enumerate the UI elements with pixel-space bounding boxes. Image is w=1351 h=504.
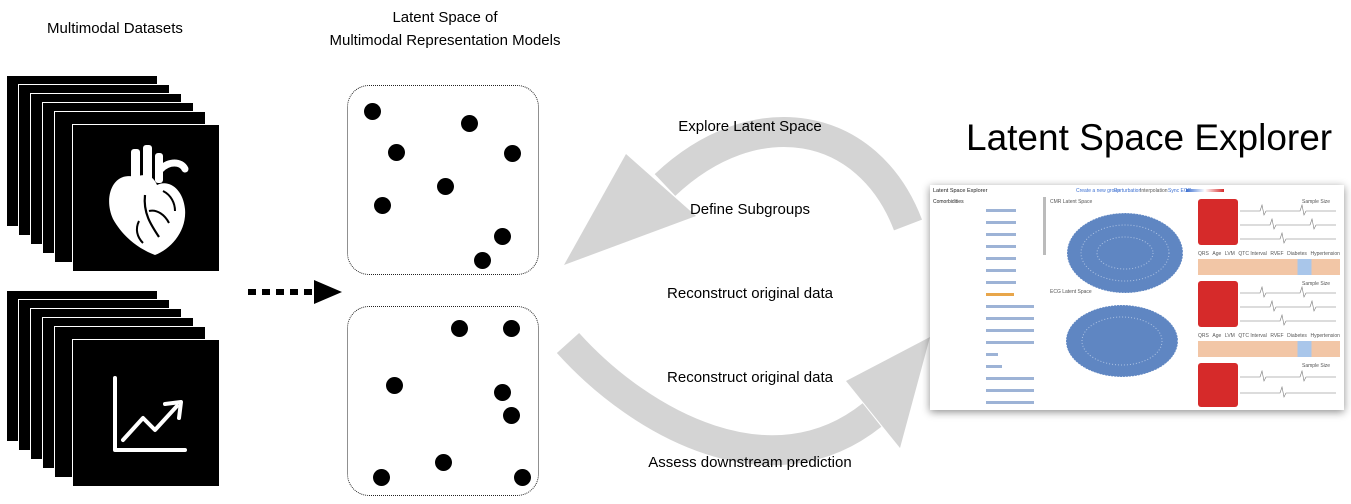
latent-point bbox=[373, 469, 390, 486]
latent-point bbox=[474, 252, 491, 269]
bar[interactable] bbox=[986, 209, 1016, 212]
bar-highlight[interactable] bbox=[986, 293, 1014, 296]
app-title: Latent Space Explorer bbox=[933, 188, 988, 194]
mri-image bbox=[1198, 363, 1238, 407]
toolbar-interpolation[interactable]: Interpolation bbox=[1140, 188, 1168, 194]
latent-title-line1: Latent Space of bbox=[392, 9, 498, 26]
bar[interactable] bbox=[986, 245, 1016, 248]
bar[interactable] bbox=[986, 353, 998, 356]
arrowhead-left-icon bbox=[564, 154, 696, 265]
toolbar-sync-ecg[interactable]: Sync ECG bbox=[1168, 188, 1192, 194]
latent-point bbox=[374, 197, 391, 214]
col-qtc: QTC Interval bbox=[1238, 251, 1267, 257]
bar[interactable] bbox=[986, 317, 1034, 320]
heart-card bbox=[72, 124, 220, 272]
col-qrs: QRS bbox=[1198, 251, 1209, 257]
latent-point bbox=[503, 320, 520, 337]
col-hypertension: Hypertension bbox=[1310, 333, 1340, 339]
latent-point bbox=[364, 103, 381, 120]
latent-point bbox=[461, 115, 478, 132]
col-qtc: QTC Interval bbox=[1238, 333, 1267, 339]
explorer-title: Latent Space Explorer bbox=[966, 117, 1333, 158]
sample-size-label: Sample Size bbox=[1302, 199, 1331, 205]
bar[interactable] bbox=[986, 281, 1016, 284]
step-assess-prediction: Assess downstream prediction bbox=[648, 454, 852, 471]
attribute-table-rows bbox=[1198, 259, 1340, 275]
color-scale bbox=[1186, 189, 1224, 192]
latent-point bbox=[435, 454, 452, 471]
col-rvef: RVEF bbox=[1270, 251, 1284, 257]
latent-point bbox=[514, 469, 531, 486]
ecg-traces bbox=[1240, 285, 1336, 326]
line-chart-icon bbox=[113, 376, 187, 452]
sample-size-label: Sample Size bbox=[1302, 363, 1331, 369]
step-reconstruct-1: Reconstruct original data bbox=[667, 285, 833, 302]
col-age: Age bbox=[1212, 333, 1222, 339]
ecg-traces bbox=[1240, 203, 1336, 244]
mri-image bbox=[1198, 199, 1238, 245]
bar[interactable] bbox=[986, 377, 1034, 380]
col-hypertension: Hypertension bbox=[1310, 251, 1340, 257]
plot-title-ecg: ECG Latent Space bbox=[1050, 289, 1092, 295]
bar[interactable] bbox=[986, 305, 1034, 308]
latent-point bbox=[386, 377, 403, 394]
toolbar-perturbation[interactable]: Perturbation bbox=[1114, 188, 1142, 194]
attribute-table-header: QRS Age LVM QTC Interval RVEF Diabetes H… bbox=[1198, 333, 1340, 339]
bar[interactable] bbox=[986, 341, 1034, 344]
cmr-latent-plot[interactable] bbox=[1060, 205, 1190, 301]
col-age: Age bbox=[1212, 251, 1222, 257]
attribute-table-header: QRS Age LVM QTC Interval RVEF Diabetes H… bbox=[1198, 251, 1340, 257]
dotted-arrow-icon bbox=[248, 280, 342, 304]
bar[interactable] bbox=[986, 269, 1016, 272]
step-reconstruct-2: Reconstruct original data bbox=[667, 369, 833, 386]
datasets-title: Multimodal Datasets bbox=[47, 20, 183, 37]
cycle-arrows bbox=[556, 117, 930, 466]
col-qrs: QRS bbox=[1198, 333, 1209, 339]
latent-title: Latent Space of Multimodal Representatio… bbox=[290, 6, 600, 52]
bar[interactable] bbox=[986, 257, 1016, 260]
bar[interactable] bbox=[986, 221, 1016, 224]
latent-point bbox=[494, 228, 511, 245]
col-diabetes: Diabetes bbox=[1287, 251, 1307, 257]
bar[interactable] bbox=[986, 401, 1034, 404]
mri-image bbox=[1198, 281, 1238, 327]
latent-point bbox=[451, 320, 468, 337]
arrowhead-right-icon bbox=[846, 337, 930, 448]
latent-point bbox=[437, 178, 454, 195]
col-rvef: RVEF bbox=[1270, 333, 1284, 339]
chart-card bbox=[72, 339, 220, 487]
col-lvm: LVM bbox=[1224, 251, 1235, 257]
toolbar-create-group[interactable]: Create a new group bbox=[1076, 188, 1120, 194]
latent-point bbox=[504, 145, 521, 162]
scrollbar[interactable] bbox=[1043, 197, 1046, 255]
ecg-latent-plot[interactable] bbox=[1060, 297, 1190, 389]
comorbidity-bars bbox=[986, 205, 1038, 407]
bar[interactable] bbox=[986, 329, 1034, 332]
heart-icon bbox=[109, 145, 189, 255]
bar[interactable] bbox=[986, 389, 1034, 392]
attribute-table-rows bbox=[1198, 341, 1340, 357]
step-explore-latent-space: Explore Latent Space bbox=[678, 118, 822, 135]
explorer-screenshot: Latent Space Explorer Create a new group… bbox=[930, 185, 1344, 410]
latent-point bbox=[503, 407, 520, 424]
latent-title-line2: Multimodal Representation Models bbox=[329, 32, 561, 49]
col-lvm: LVM bbox=[1224, 333, 1235, 339]
step-define-subgroups: Define Subgroups bbox=[689, 201, 811, 218]
latent-point bbox=[494, 384, 511, 401]
ecg-latent-space-box bbox=[347, 306, 539, 496]
bar[interactable] bbox=[986, 233, 1016, 236]
sidebar-heading: Comorbidities bbox=[933, 199, 964, 205]
plot-title-cmr: CMR Latent Space bbox=[1050, 199, 1093, 205]
latent-point bbox=[388, 144, 405, 161]
bar[interactable] bbox=[986, 365, 1002, 368]
col-diabetes: Diabetes bbox=[1287, 333, 1307, 339]
cmr-latent-space-box bbox=[347, 85, 539, 275]
sample-size-label: Sample Size bbox=[1302, 281, 1331, 287]
ecg-traces bbox=[1240, 369, 1336, 398]
